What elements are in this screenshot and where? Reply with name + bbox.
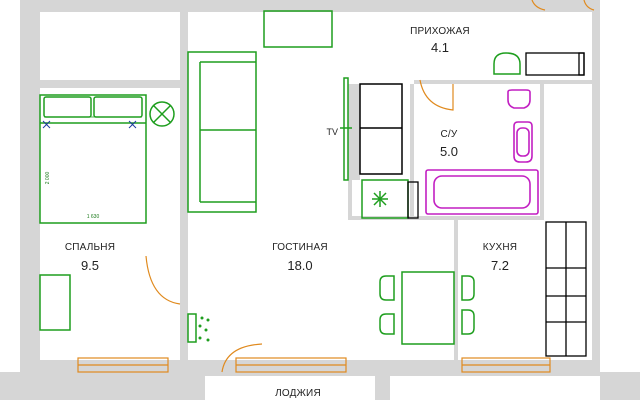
sink-icon [513, 121, 533, 163]
lamp-icon [149, 101, 175, 127]
chair [461, 309, 475, 335]
bedroom-furniture [39, 94, 147, 331]
bathtub [425, 169, 539, 215]
hall-cabinet [525, 52, 585, 76]
room-area-kitchen: 7.2 [491, 258, 509, 273]
hall-pouf [493, 52, 521, 75]
dining-table [401, 271, 455, 345]
toilet-icon [507, 89, 531, 109]
desk [39, 274, 71, 331]
windows [77, 357, 551, 373]
hall-furniture [263, 10, 521, 75]
room-name-kitchen: КУХНЯ [483, 242, 517, 253]
room-name-bedroom: СПАЛЬНЯ [65, 242, 115, 253]
dryer [407, 181, 419, 219]
tv-stand [343, 77, 349, 181]
bed-width-label: 1 630 [87, 214, 100, 220]
chair [379, 275, 395, 301]
living-furniture [187, 51, 352, 343]
room-name-loggia: ЛОДЖИЯ [275, 388, 321, 399]
chair [461, 275, 475, 301]
bed-corner-marks [42, 120, 137, 129]
bed-length-label: 2 000 [45, 172, 51, 185]
sofa [187, 51, 257, 213]
room-area-living: 18.0 [287, 258, 312, 273]
room-name-bathroom: С/У [441, 129, 458, 140]
doors [145, 0, 595, 373]
ac-snowflakes [198, 316, 210, 342]
air-conditioner [187, 313, 197, 343]
room-name-hall: ПРИХОЖАЯ [410, 26, 470, 37]
hall-shelf [263, 10, 333, 48]
bed [39, 94, 147, 224]
room-area-bathroom: 5.0 [440, 144, 458, 159]
room-name-living: ГОСТИНАЯ [272, 242, 328, 253]
tv-label: TV [326, 127, 338, 137]
room-area-bedroom: 9.5 [81, 258, 99, 273]
fridge [359, 83, 403, 175]
kitchen-furniture [379, 271, 475, 345]
chair [379, 313, 395, 335]
room-area-hall: 4.1 [431, 40, 449, 55]
plumbing [425, 89, 539, 215]
kitchen-counter [545, 221, 587, 357]
